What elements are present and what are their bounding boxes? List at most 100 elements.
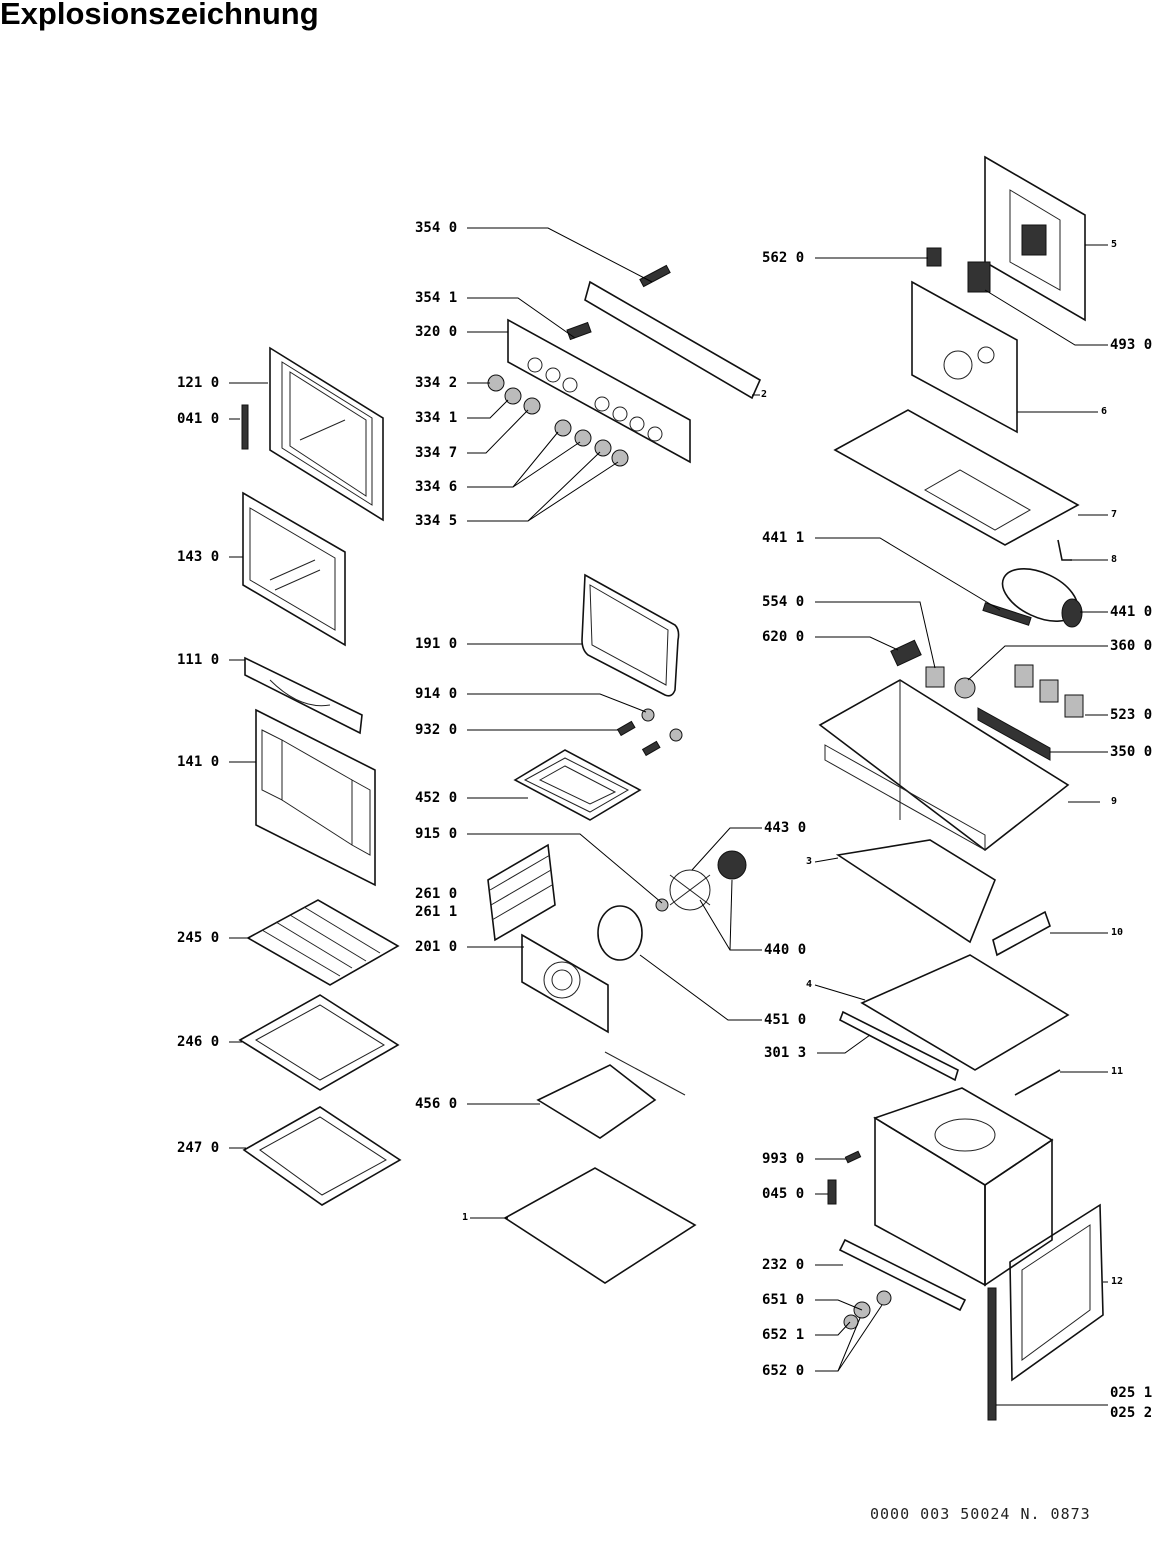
feet-651-652 [843, 1290, 892, 1330]
control-panel-rail [584, 264, 762, 400]
label-7: 7 [1111, 509, 1118, 520]
label-141-0: 141 0 [177, 754, 220, 770]
label-247-0: 247 0 [177, 1140, 220, 1156]
label-4: 4 [806, 979, 813, 990]
cover-plate-3 [835, 839, 996, 944]
label-493-0: 493 0 [1110, 337, 1153, 353]
label-334-1: 334 1 [415, 410, 458, 426]
door-seal-191 [581, 573, 680, 697]
label-1: 1 [462, 1212, 469, 1223]
label-320-0: 320 0 [415, 324, 458, 340]
label-111-0: 111 0 [177, 652, 220, 668]
label-5: 5 [1111, 239, 1118, 250]
baking-tray-246 [238, 994, 400, 1091]
leader-lines [229, 227, 1108, 1406]
rear-panel-201 [521, 933, 609, 1034]
label-245-0: 245 0 [177, 930, 220, 946]
control-knobs [487, 374, 629, 467]
label-143-0: 143 0 [177, 549, 220, 565]
label-246-0: 246 0 [177, 1034, 220, 1050]
bottom-heater-456 [536, 1051, 686, 1139]
label-2: 2 [761, 389, 768, 400]
rod-11 [1014, 1069, 1061, 1096]
relay-493 [967, 261, 991, 293]
page-title: Explosionszeichnung [0, 0, 319, 31]
document-number: 0000 003 50024 N. 0873 [870, 1505, 1091, 1523]
label-9: 9 [1111, 796, 1118, 807]
label-354-0: 354 0 [415, 220, 458, 236]
bracket-8 [1057, 539, 1072, 561]
label-620-0: 620 0 [762, 629, 805, 645]
label-562-0: 562 0 [762, 250, 805, 266]
strip-232 [838, 1238, 967, 1312]
label-360-0: 360 0 [1110, 638, 1153, 654]
label-350-0: 350 0 [1110, 744, 1153, 760]
label-441-0: 441 0 [1110, 604, 1153, 620]
screw-993 [844, 1150, 862, 1164]
label-041-0: 041 0 [177, 411, 220, 427]
label-932-0: 932 0 [415, 722, 458, 738]
label-914-0: 914 0 [415, 686, 458, 702]
fan-ring-451 [597, 905, 643, 961]
label-10: 10 [1111, 927, 1124, 938]
label-12: 12 [1111, 1276, 1124, 1287]
lamp-parts-914-932 [616, 708, 683, 757]
strip-301 [839, 1010, 959, 1082]
control-panel-320 [507, 318, 691, 464]
tangential-fan-441 [982, 568, 1083, 628]
label-3: 3 [806, 856, 813, 867]
back-cover-5 [984, 155, 1086, 322]
label-334-5: 334 5 [415, 513, 458, 529]
label-652-1: 652 1 [762, 1327, 805, 1343]
label-334-2: 334 2 [415, 375, 458, 391]
door-front-141 [255, 708, 376, 887]
top-cover-7 [833, 409, 1080, 546]
bottom-plate-1 [503, 1167, 697, 1284]
label-025-2: 025 2 [1110, 1405, 1153, 1421]
oven-cavity [873, 1087, 1054, 1287]
label-301-3: 301 3 [764, 1045, 807, 1061]
shelf-supports-261 [487, 843, 556, 942]
door-glass-143 [242, 491, 346, 647]
label-045-0: 045 0 [762, 1186, 805, 1202]
strip-10 [992, 910, 1051, 957]
side-strip-025 [987, 1287, 997, 1421]
label-334-6: 334 6 [415, 479, 458, 495]
label-11: 11 [1111, 1066, 1124, 1077]
label-232-0: 232 0 [762, 1257, 805, 1273]
fan-blade-440 [655, 850, 747, 912]
baking-tray-247 [242, 1106, 402, 1206]
heating-element-452 [513, 749, 642, 821]
label-452-0: 452 0 [415, 790, 458, 806]
side-panel-12 [1009, 1203, 1104, 1382]
hinge-041 [241, 404, 249, 450]
oven-door-frame-121 [269, 346, 384, 522]
label-651-0: 651 0 [762, 1292, 805, 1308]
door-handle-111 [244, 656, 363, 735]
bottom-plate-4 [860, 954, 1070, 1071]
switch-block-523-350 [977, 664, 1084, 761]
label-440-0: 440 0 [764, 942, 807, 958]
switch-562 [926, 247, 942, 267]
switches-620-554-360 [890, 639, 976, 699]
wire-rack-245 [246, 899, 400, 986]
label-456-0: 456 0 [415, 1096, 458, 1112]
label-652-0: 652 0 [762, 1363, 805, 1379]
clip-045 [827, 1179, 837, 1205]
label-025-1: 025 1 [1110, 1385, 1153, 1401]
label-261-1: 261 1 [415, 904, 458, 920]
label-354-1: 354 1 [415, 290, 458, 306]
label-441-1: 441 1 [762, 530, 805, 546]
label-334-7: 334 7 [415, 445, 458, 461]
label-443-0: 443 0 [764, 820, 807, 836]
label-201-0: 201 0 [415, 939, 458, 955]
label-451-0: 451 0 [764, 1012, 807, 1028]
label-191-0: 191 0 [415, 636, 458, 652]
label-261-0: 261 0 [415, 886, 458, 902]
label-6: 6 [1101, 406, 1108, 417]
label-554-0: 554 0 [762, 594, 805, 610]
control-box-9 [818, 679, 1070, 852]
label-915-0: 915 0 [415, 826, 458, 842]
fan-housing-6 [911, 280, 1018, 434]
